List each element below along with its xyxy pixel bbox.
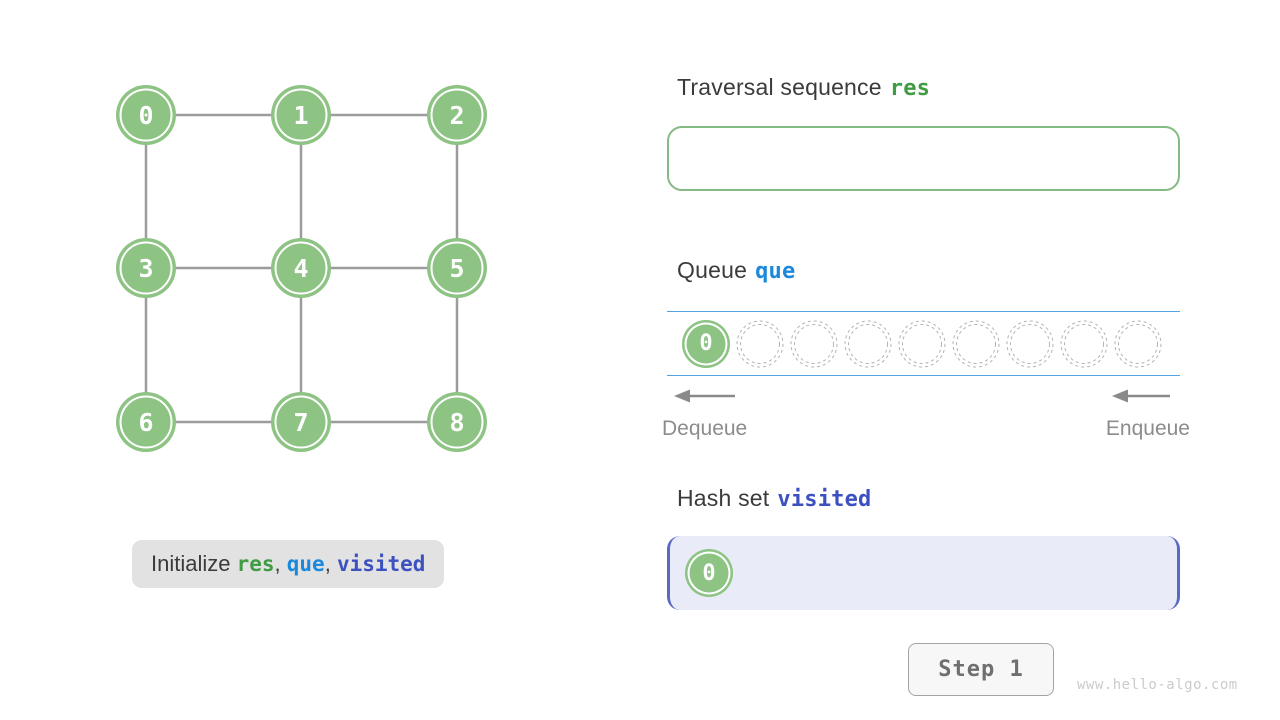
queue-slot-empty xyxy=(1006,320,1054,368)
visited-item: 0 xyxy=(685,549,733,597)
queue-slot-empty xyxy=(736,320,784,368)
dequeue-label: Dequeue xyxy=(662,417,748,440)
queue-slot-empty xyxy=(844,320,892,368)
graph-node-label: 5 xyxy=(449,254,464,283)
graph-node-5: 5 xyxy=(427,238,487,298)
watermark: www.hello-algo.com xyxy=(1077,677,1238,693)
graph-node-label: 4 xyxy=(293,254,308,283)
traversal-sequence-box xyxy=(667,126,1180,191)
queue-slot-empty xyxy=(1060,320,1108,368)
hash-set-label: Hash set xyxy=(677,485,770,511)
graph-node-0: 0 xyxy=(116,85,176,145)
queue-code-name: que xyxy=(755,259,796,284)
graph-node-8: 8 xyxy=(427,392,487,452)
visited-set-box: 0 xyxy=(667,536,1180,610)
queue-slot-empty xyxy=(1114,320,1162,368)
caption-text: Initialize xyxy=(151,551,237,576)
traversal-sequence-title: Traversal sequence res xyxy=(677,76,930,100)
enqueue-arrow-icon xyxy=(1112,389,1170,403)
caption-code-que: que xyxy=(286,551,325,576)
grid-graph: 0 1 2 3 4 5 6 7 8 xyxy=(116,85,487,452)
graph-node-label: 8 xyxy=(449,408,464,437)
queue-slot-empty xyxy=(898,320,946,368)
caption-text: , xyxy=(274,551,287,576)
traversal-label: Traversal sequence xyxy=(677,74,882,100)
caption-text: , xyxy=(324,551,337,576)
graph-node-label: 2 xyxy=(449,101,464,130)
status-caption: Initialize res, que, visited xyxy=(132,540,445,588)
queue-box: 0 xyxy=(667,311,1180,376)
graph-node-3: 3 xyxy=(116,238,176,298)
graph-node-1: 1 xyxy=(271,85,331,145)
queue-title: Queue que xyxy=(677,259,795,283)
graph-node-4: 4 xyxy=(271,238,331,298)
queue-label: Queue xyxy=(677,257,748,283)
enqueue-label: Enqueue xyxy=(1105,417,1190,440)
hash-set-title: Hash set visited xyxy=(677,487,872,511)
graph-node-7: 7 xyxy=(271,392,331,452)
traversal-code-name: res xyxy=(889,76,931,101)
step-button[interactable]: Step 1 xyxy=(908,643,1054,696)
queue-slot-empty xyxy=(952,320,1000,368)
queue-slot-filled: 0 xyxy=(682,319,730,368)
dequeue-arrow-icon xyxy=(674,389,735,403)
graph-node-label: 3 xyxy=(138,254,153,283)
graph-node-2: 2 xyxy=(427,85,487,145)
queue-slot-empty xyxy=(790,320,838,368)
caption-code-visited: visited xyxy=(336,551,426,576)
graph-node-label: 0 xyxy=(138,101,153,130)
graph-node-label: 6 xyxy=(138,408,153,437)
graph-node-label: 7 xyxy=(293,408,308,437)
graph-node-label: 1 xyxy=(293,101,308,130)
hash-set-code-name: visited xyxy=(777,487,872,512)
graph-node-6: 6 xyxy=(116,392,176,452)
caption-code-res: res xyxy=(236,551,275,576)
